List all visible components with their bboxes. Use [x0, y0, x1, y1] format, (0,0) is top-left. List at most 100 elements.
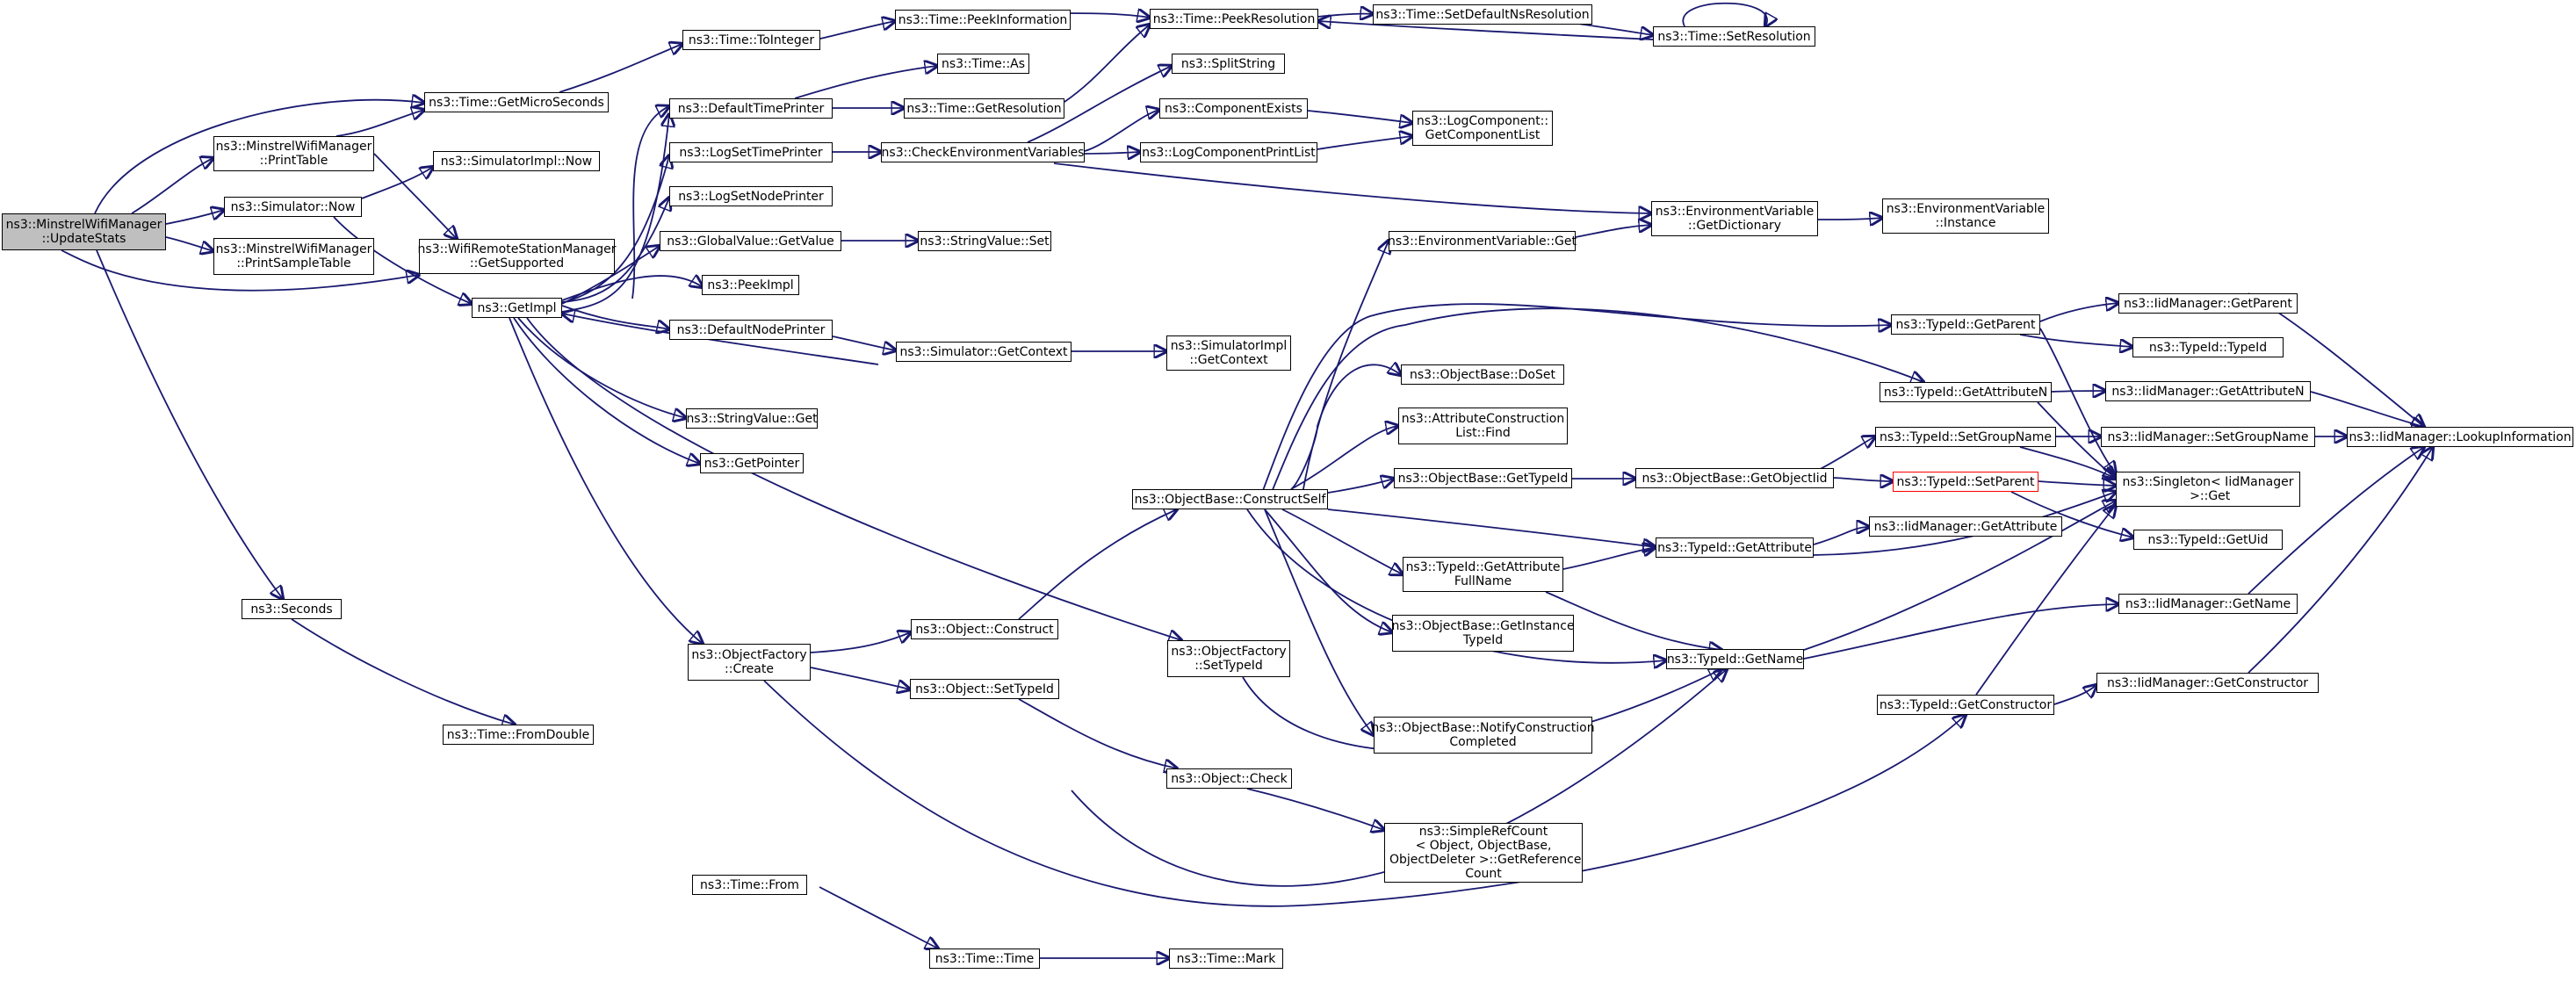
node-default-node-printer[interactable]: ns3::DefaultNodePrinter: [669, 320, 833, 340]
call-edge: [1290, 426, 1398, 490]
node-iid-manager-get-parent[interactable]: ns3::IidManager::GetParent: [2118, 293, 2298, 314]
node-object-factory-create[interactable]: ns3::ObjectFactory ::Create: [688, 644, 811, 681]
call-edge: [1084, 152, 1140, 154]
node-iid-manager-get-attribute[interactable]: ns3::IidManager::GetAttribute: [1869, 516, 2062, 537]
node-object-base-do-set[interactable]: ns3::ObjectBase::DoSet: [1401, 364, 1564, 385]
node-time-from-double[interactable]: ns3::Time::FromDouble: [443, 725, 594, 745]
node-get-impl[interactable]: ns3::GetImpl: [472, 298, 562, 318]
node-object-base-get-type-id[interactable]: ns3::ObjectBase::GetTypeId: [1394, 468, 1572, 488]
node-update-stats[interactable]: ns3::MinstrelWifiManager ::UpdateStats: [2, 213, 166, 250]
node-iid-manager-get-name[interactable]: ns3::IidManager::GetName: [2118, 594, 2298, 614]
node-string-value-get[interactable]: ns3::StringValue::Get: [686, 408, 818, 429]
node-object-set-type-id[interactable]: ns3::Object::SetTypeId: [910, 679, 1059, 699]
node-time-from[interactable]: ns3::Time::From: [692, 875, 807, 895]
node-type-id-get-attribute-n[interactable]: ns3::TypeId::GetAttributeN: [1880, 382, 2052, 402]
call-edge: [1545, 591, 1721, 650]
call-edge: [1290, 364, 1401, 490]
node-type-id-type-id[interactable]: ns3::TypeId::TypeId: [2132, 337, 2284, 357]
node-wifi-get-supported[interactable]: ns3::WifiRemoteStationManager ::GetSuppo…: [418, 239, 616, 274]
node-peek-information[interactable]: ns3::Time::PeekInformation: [895, 10, 1071, 30]
node-object-base-get-instance-type-id[interactable]: ns3::ObjectBase::GetInstance TypeId: [1391, 615, 1575, 652]
node-object-construct[interactable]: ns3::Object::Construct: [911, 619, 1058, 639]
call-edge: [509, 317, 703, 644]
call-edge: [1064, 25, 1150, 103]
node-peek-impl[interactable]: ns3::PeekImpl: [702, 275, 799, 295]
node-env-var-instance[interactable]: ns3::EnvironmentVariable ::Instance: [1882, 198, 2049, 234]
call-edge: [2053, 685, 2096, 705]
node-iid-manager-get-constructor[interactable]: ns3::IidManager::GetConstructor: [2096, 673, 2319, 693]
call-edge: [810, 632, 911, 653]
call-edge: [2248, 447, 2433, 674]
node-get-pointer[interactable]: ns3::GetPointer: [700, 453, 804, 473]
node-global-value-get-value[interactable]: ns3::GlobalValue::GetValue: [660, 231, 841, 251]
call-edge: [1327, 479, 1394, 494]
node-type-id-set-group-name[interactable]: ns3::TypeId::SetGroupName: [1875, 427, 2056, 447]
node-type-id-set-parent[interactable]: ns3::TypeId::SetParent: [1893, 472, 2038, 492]
call-edge: [517, 317, 686, 418]
node-split-string[interactable]: ns3::SplitString: [1172, 54, 1285, 74]
node-seconds[interactable]: ns3::Seconds: [242, 599, 342, 619]
call-edge: [2010, 491, 2133, 537]
call-edge: [2039, 328, 2116, 474]
node-simulator-impl-get-context[interactable]: ns3::SimulatorImpl ::GetContext: [1166, 335, 1291, 371]
node-object-factory-set-type-id[interactable]: ns3::ObjectFactory ::SetTypeId: [1167, 640, 1290, 677]
node-object-check[interactable]: ns3::Object::Check: [1166, 768, 1292, 789]
call-edge: [1682, 2, 1767, 26]
call-edge: [361, 167, 433, 199]
call-edge: [561, 305, 669, 329]
node-log-set-node-printer[interactable]: ns3::LogSetNodePrinter: [669, 186, 833, 206]
node-simulator-get-context[interactable]: ns3::Simulator::GetContext: [896, 342, 1072, 362]
call-edge: [559, 44, 682, 93]
node-simulator-now[interactable]: ns3::Simulator::Now: [224, 197, 362, 217]
call-edge: [1317, 136, 1412, 150]
node-time-to-integer[interactable]: ns3::Time::ToInteger: [682, 30, 820, 50]
node-get-micro-seconds[interactable]: ns3::Time::GetMicroSeconds: [424, 92, 609, 112]
node-log-component-get-component-list[interactable]: ns3::LogComponent:: GetComponentList: [1412, 111, 1553, 146]
call-edge: [1246, 788, 1384, 830]
node-set-default-ns-resolution[interactable]: ns3::Time::SetDefaultNsResolution: [1373, 4, 1592, 25]
call-edge: [2019, 334, 2132, 347]
node-iid-manager-lookup-information[interactable]: ns3::IidManager::LookupInformation: [2347, 427, 2573, 447]
node-get-resolution[interactable]: ns3::Time::GetResolution: [904, 98, 1064, 119]
node-attribute-construction-list-find[interactable]: ns3::AttributeConstruction List::Find: [1398, 408, 1568, 444]
call-edge: [1027, 66, 1172, 143]
node-check-env-vars[interactable]: ns3::CheckEnvironmentVariables: [881, 142, 1085, 162]
node-object-base-get-object-iid[interactable]: ns3::ObjectBase::GetObjectIid: [1635, 468, 1834, 488]
node-type-id-get-attribute[interactable]: ns3::TypeId::GetAttribute: [1656, 537, 1814, 558]
call-edge: [2019, 446, 2116, 479]
call-edge: [526, 317, 1181, 640]
node-print-sample-table[interactable]: ns3::MinstrelWifiManager ::PrintSampleTa…: [213, 238, 374, 275]
node-log-set-time-printer[interactable]: ns3::LogSetTimePrinter: [669, 142, 833, 162]
call-edge: [1803, 604, 2118, 660]
node-default-time-printer[interactable]: ns3::DefaultTimePrinter: [669, 98, 833, 119]
node-type-id-get-attribute-full-name[interactable]: ns3::TypeId::GetAttribute FullName: [1403, 557, 1563, 592]
node-object-base-notify-construction-completed[interactable]: ns3::ObjectBase::NotifyConstruction Comp…: [1371, 717, 1595, 754]
node-type-id-get-constructor[interactable]: ns3::TypeId::GetConstructor: [1877, 695, 2054, 715]
node-iid-manager-get-attribute-n[interactable]: ns3::IidManager::GetAttributeN: [2105, 381, 2311, 401]
call-edge: [165, 236, 213, 251]
node-string-value-set[interactable]: ns3::StringValue::Set: [918, 231, 1051, 251]
node-simple-ref-count[interactable]: ns3::SimpleRefCount < Object, ObjectBase…: [1384, 823, 1583, 883]
node-time-time[interactable]: ns3::Time::Time: [929, 949, 1040, 969]
node-print-table[interactable]: ns3::MinstrelWifiManager ::PrintTable: [213, 136, 374, 171]
node-type-id-get-uid[interactable]: ns3::TypeId::GetUid: [2133, 530, 2283, 550]
node-time-mark[interactable]: ns3::Time::Mark: [1169, 949, 1283, 969]
node-time-set-resolution[interactable]: ns3::Time::SetResolution: [1653, 26, 1815, 47]
node-env-var-get[interactable]: ns3::EnvironmentVariable::Get: [1388, 231, 1577, 251]
call-edge: [819, 21, 895, 40]
node-component-exists[interactable]: ns3::ComponentExists: [1159, 98, 1308, 119]
node-log-component-print-list[interactable]: ns3::LogComponentPrintList: [1140, 142, 1317, 162]
node-iid-manager-set-group-name[interactable]: ns3::IidManager::SetGroupName: [2101, 427, 2315, 447]
node-singleton-get[interactable]: ns3::Singleton< IidManager >::Get: [2116, 472, 2300, 507]
node-simulator-impl-now[interactable]: ns3::SimulatorImpl::Now: [433, 151, 600, 171]
node-type-id-get-name[interactable]: ns3::TypeId::GetName: [1666, 649, 1804, 669]
call-edge: [513, 317, 700, 464]
node-env-var-get-dictionary[interactable]: ns3::EnvironmentVariable ::GetDictionary: [1651, 201, 1818, 236]
call-edge: [1264, 307, 1923, 510]
node-object-base-construct-self[interactable]: ns3::ObjectBase::ConstructSelf: [1132, 489, 1328, 509]
node-peek-resolution[interactable]: ns3::Time::PeekResolution: [1150, 9, 1318, 29]
call-edge: [1071, 669, 1727, 887]
call-edge: [1018, 698, 1177, 768]
node-time-as[interactable]: ns3::Time::As: [937, 54, 1029, 74]
node-type-id-get-parent[interactable]: ns3::TypeId::GetParent: [1891, 314, 2040, 335]
